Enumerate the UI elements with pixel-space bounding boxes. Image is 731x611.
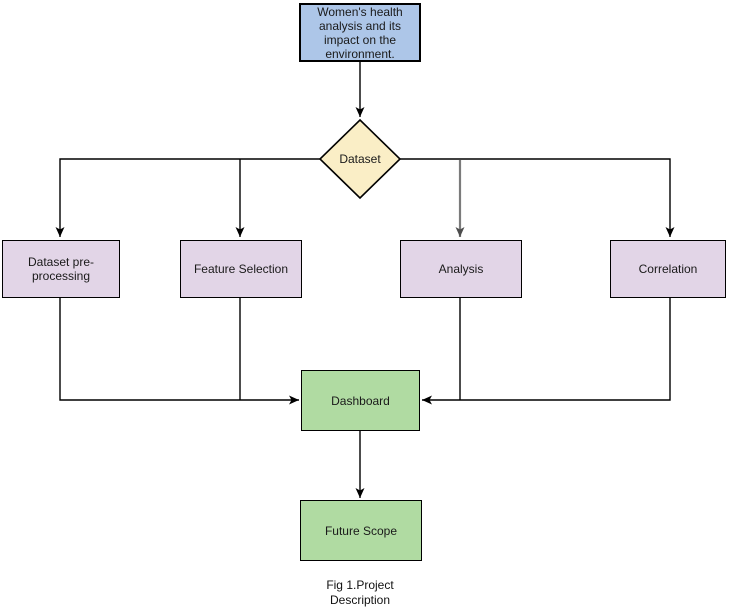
node-dataset-shape[interactable] xyxy=(318,118,402,200)
edge-dataset-correlation xyxy=(400,158,675,237)
edge-correlation-dashboard xyxy=(422,298,671,405)
node-analysis-label: Analysis xyxy=(438,262,484,276)
edge-preprocessing-dashboard xyxy=(59,298,299,405)
node-feature-selection-label: Feature Selection xyxy=(193,262,289,276)
figure-caption: Fig 1.Project Description xyxy=(326,578,394,607)
node-dataset-preprocessing-label: Dataset pre-processing xyxy=(27,255,95,283)
node-correlation[interactable]: Correlation xyxy=(610,240,726,298)
node-dashboard[interactable]: Dashboard xyxy=(301,370,420,431)
node-analysis[interactable]: Analysis xyxy=(400,240,522,298)
node-future-scope[interactable]: Future Scope xyxy=(300,500,422,561)
node-correlation-label: Correlation xyxy=(638,262,698,276)
node-dataset-preprocessing[interactable]: Dataset pre-processing xyxy=(2,240,120,298)
node-future-scope-label: Future Scope xyxy=(324,523,398,538)
node-start-label: Women's health analysis and its impact o… xyxy=(317,4,403,61)
edge-dataset-preprocessing xyxy=(55,158,320,237)
node-dashboard-label: Dashboard xyxy=(331,393,390,408)
node-start[interactable]: Women's health analysis and its impact o… xyxy=(299,3,421,62)
node-feature-selection[interactable]: Feature Selection xyxy=(180,240,302,298)
